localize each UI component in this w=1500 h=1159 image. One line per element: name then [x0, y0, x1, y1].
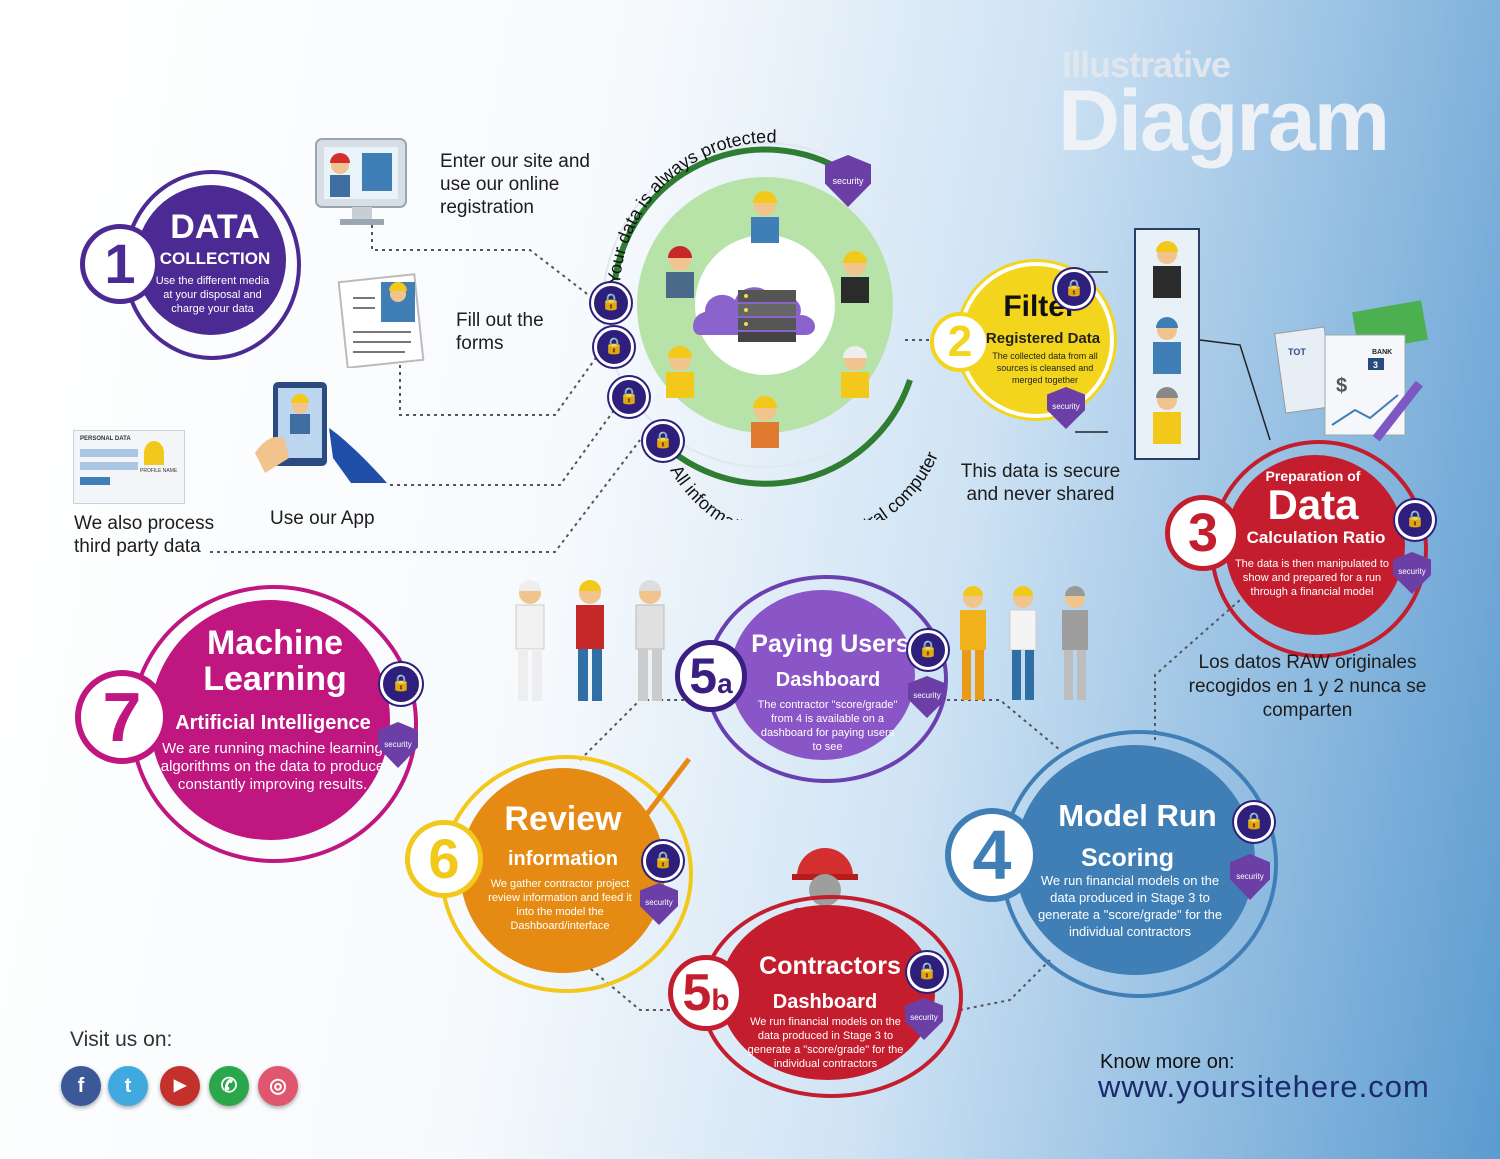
stage1-disc	[136, 185, 286, 335]
stage6-title: Review	[504, 800, 622, 838]
tablet-app-icon	[255, 382, 387, 483]
svg-text:All information goes to a cent: All information goes to a central comput…	[666, 449, 941, 520]
lock-icon: 🔒	[594, 327, 634, 367]
stage3-desc: The data is then manipulated to show and…	[1234, 558, 1390, 598]
stage2-note: This data is secure and never shared	[960, 461, 1121, 505]
lock-icon: 🔒	[643, 421, 683, 461]
use-app-text: Use our App	[270, 508, 375, 529]
connector-app	[390, 394, 626, 486]
stage5a-title: Paying Users	[751, 630, 910, 658]
stage7-number: 7	[75, 670, 169, 764]
connector-6-5a	[579, 699, 715, 761]
stage1-desc: Use the different media at your disposal…	[155, 275, 270, 315]
stage5a-desc: The contractor "score/grade" from 4 is a…	[757, 699, 898, 753]
profile-name-label: PROFILE NAME	[140, 468, 178, 474]
stage3-title: Data	[1267, 481, 1359, 528]
financial-documents-icon: TOT BANK 3 $	[1274, 300, 1428, 442]
stage1-subtitle: COLLECTION	[159, 249, 271, 268]
connector-users-3	[1199, 339, 1271, 441]
instagram-icon[interactable]: ◎	[258, 1066, 298, 1106]
stage6-subtitle: information	[508, 848, 618, 870]
stage5b-disc	[720, 905, 935, 1080]
connector-5b-4	[959, 959, 1051, 1011]
workers-group-right	[960, 586, 1088, 700]
stage6-disc	[460, 768, 665, 973]
stage5a-subtitle: Dashboard	[775, 669, 881, 691]
stage7-disc	[150, 600, 390, 840]
online-registration-text: Enter our site and use our online regist…	[440, 151, 590, 218]
stage5b-title: Contractors	[759, 952, 901, 980]
stage1-title: DATA	[170, 208, 260, 246]
checkmark-icon	[620, 757, 691, 832]
lock-icon: 🔒	[907, 952, 947, 992]
twitter-icon[interactable]: t	[108, 1066, 148, 1106]
stage5a-letter: a	[717, 668, 733, 699]
lock-icon: 🔒	[908, 630, 948, 670]
title-illustrative: Illustrative	[1062, 44, 1231, 85]
third-party-text: We also process third party data	[74, 513, 215, 557]
personal-data-label: PERSONAL DATA	[80, 436, 131, 442]
stage7-desc: We are running machine learning algorith…	[160, 740, 385, 793]
worker-icons	[1153, 241, 1181, 444]
connector-third-party	[210, 439, 641, 553]
lock-icon: 🔒	[1054, 269, 1094, 309]
stage3-number: 3	[1165, 495, 1241, 571]
stage7-subtitle: Artificial Intelligence	[175, 712, 371, 734]
connector-3-4	[1154, 599, 1241, 740]
connector-5a-4	[940, 699, 1061, 751]
lock-icon: 🔒	[591, 283, 631, 323]
stage6-desc: We gather contractor project review info…	[488, 878, 632, 932]
stage3-pre: Preparation of	[1265, 468, 1361, 484]
stage4-number: 4	[945, 808, 1039, 902]
title-diagram: Diagram	[1058, 73, 1390, 169]
doc-label: TOT	[1288, 347, 1306, 357]
stage5a-digit: 5	[689, 648, 718, 704]
bank-label: BANK	[1372, 349, 1392, 356]
stage5a-number: 5a	[675, 640, 747, 712]
stage7-title: Machine Learning	[203, 624, 347, 698]
stage2-desc: The collected data from all sources is c…	[992, 351, 1098, 385]
stage2-number: 2	[930, 312, 990, 372]
stage3-note: Los datos RAW originales recogidos en 1 …	[1188, 652, 1427, 721]
know-more-label: Know more on:	[1100, 1051, 1235, 1073]
lock-icon: 🔒	[1234, 802, 1274, 842]
youtube-icon[interactable]: ▶	[160, 1066, 200, 1106]
visit-us-label: Visit us on:	[70, 1028, 173, 1051]
stage5a-disc	[730, 590, 915, 760]
lock-icon: 🔒	[643, 841, 683, 881]
paper-form-icon	[337, 273, 425, 368]
stage4-desc: We run financial models on the data prod…	[1037, 873, 1223, 939]
fill-forms-text: Fill out the forms	[456, 310, 544, 354]
stage5b-desc: We run financial models on the data prod…	[747, 1016, 904, 1070]
lock-icon: 🔒	[1395, 500, 1435, 540]
third-party-card: PERSONAL DATA PROFILE NAME	[73, 430, 185, 504]
lock-icon: 🔒	[380, 663, 422, 705]
stage1-number: 1	[80, 224, 160, 304]
stage3-subtitle: Calculation Ratio	[1246, 528, 1386, 547]
registered-users-panel	[1134, 228, 1200, 460]
stage5b-letter: b	[711, 984, 730, 1017]
desktop-monitor-icon	[315, 138, 407, 225]
stage2-subtitle: Registered Data	[985, 330, 1101, 347]
bank-number: 3	[1373, 360, 1378, 370]
connector-online	[371, 225, 596, 301]
lock-icon: 🔒	[609, 377, 649, 417]
facebook-icon[interactable]: f	[61, 1066, 101, 1106]
arc-bottom-text: All information goes to a central comput…	[666, 449, 941, 520]
stage4-disc	[1015, 745, 1255, 975]
stage5b-number: 5b	[668, 955, 744, 1031]
stage4-subtitle: Scoring	[1080, 844, 1175, 872]
stage3-disc	[1225, 455, 1405, 635]
stage5b-digit: 5	[682, 964, 712, 1022]
connector-forms	[399, 344, 606, 416]
central-hub: Your data is always protected All inform…	[602, 126, 942, 520]
stage4-title: Model Run	[1058, 798, 1217, 833]
svg-text:$: $	[1336, 375, 1347, 397]
stage6-number: 6	[405, 820, 483, 898]
website-link[interactable]: www.yoursitehere.com	[1098, 1069, 1430, 1104]
workers-group-left	[515, 580, 665, 701]
whatsapp-icon[interactable]: ✆	[209, 1066, 249, 1106]
stage5b-subtitle: Dashboard	[772, 991, 878, 1013]
